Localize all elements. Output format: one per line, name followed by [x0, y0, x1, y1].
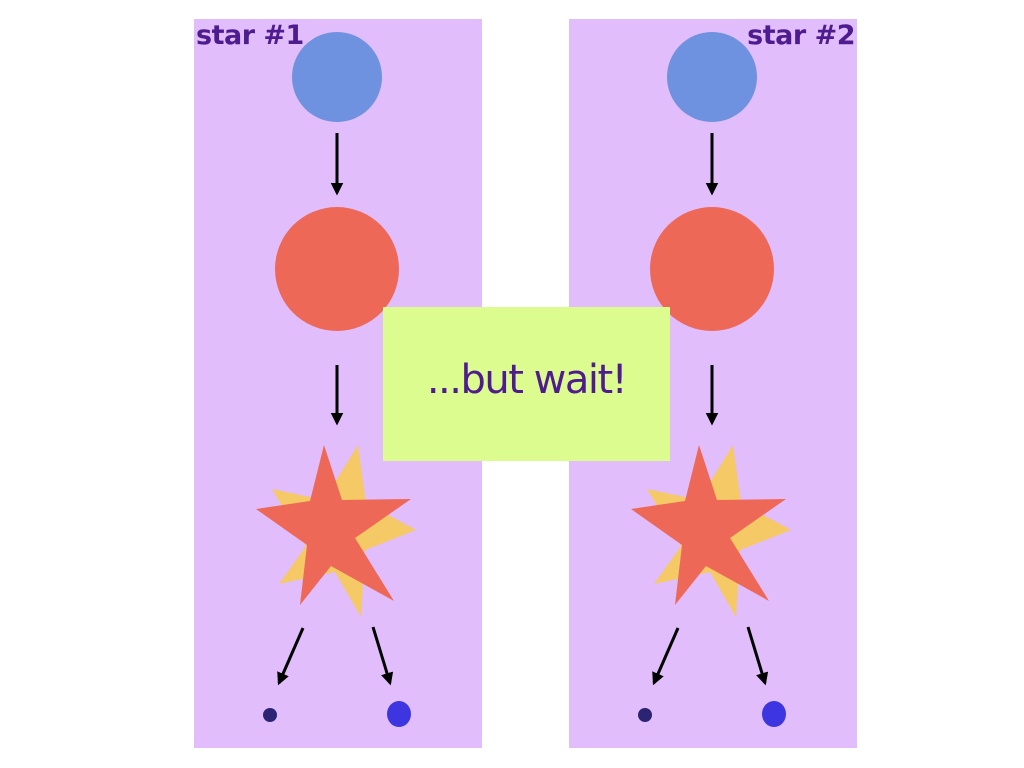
panel-title-star-1: star #1 [196, 20, 304, 51]
column-star-2 [631, 32, 791, 727]
star-shape [256, 445, 411, 605]
small-blue-circle [667, 32, 757, 122]
arrow-diagonal-right [371, 626, 394, 686]
small-blue-circle [292, 32, 382, 122]
arrow-diagonal-left [277, 627, 305, 686]
large-dot [762, 701, 786, 727]
callout-box: ...but wait! [383, 307, 670, 461]
star-shape [631, 445, 786, 605]
arrow-diagonal-left [652, 627, 680, 686]
small-dot [263, 708, 277, 722]
panel-title-star-2: star #2 [747, 20, 855, 51]
small-dot [638, 708, 652, 722]
large-red-circle [650, 207, 774, 331]
column-star-1 [256, 32, 416, 727]
arrow-diagonal-right [746, 626, 769, 686]
large-red-circle [275, 207, 399, 331]
large-dot [387, 701, 411, 727]
callout-text: ...but wait! [426, 357, 628, 403]
